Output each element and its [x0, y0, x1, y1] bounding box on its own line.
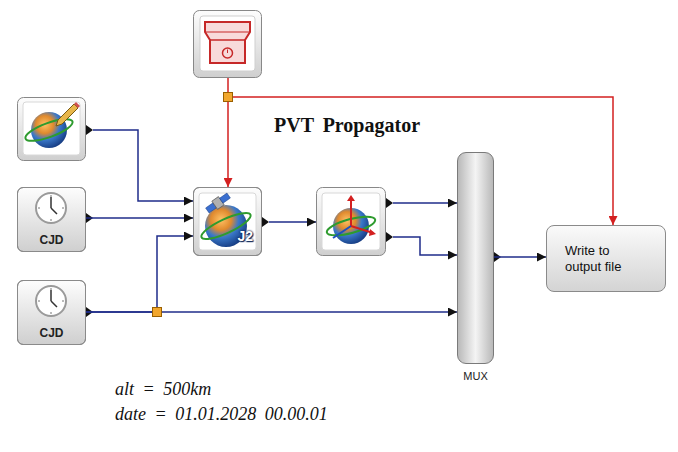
cjd-block-frame-part	[51, 301, 57, 307]
data-wire	[86, 236, 193, 312]
clock-block-part	[205, 32, 250, 33]
clock-block	[194, 11, 262, 78]
clock-block-part	[205, 22, 250, 63]
data-wire	[86, 311, 457, 313]
j2-propagator-block	[194, 188, 262, 256]
clock-block-part	[223, 48, 233, 58]
cjd-block: CJD	[17, 187, 86, 252]
cjd-block-frame-part	[51, 208, 57, 214]
activation-wire	[228, 78, 613, 225]
data-wire-part	[93, 130, 193, 201]
cjd-block-label: CJD	[18, 233, 85, 247]
j2-propagator-block-part	[199, 193, 256, 250]
output-port-part	[262, 217, 269, 227]
clock-block-part	[194, 11, 262, 78]
cjd-block-frame-part	[62, 208, 64, 209]
data-wire-part	[393, 237, 457, 255]
output-file-block-label: Write to output file	[565, 243, 647, 275]
mux-block: MUX	[457, 152, 494, 364]
output-port-part	[86, 125, 93, 135]
orbit-params-block-part	[23, 102, 80, 155]
frame-conversion-block-part	[322, 193, 380, 250]
frame-conversion-block-part	[347, 195, 355, 201]
cjd-block: CJD	[17, 280, 86, 345]
j2-propagator-block-part-part	[220, 193, 231, 203]
cjd-block-frame-part	[36, 193, 66, 223]
cjd-block-frame-part	[18, 281, 86, 345]
j2-propagator-block: J2	[193, 187, 262, 256]
diagram-title: PVT Propagator	[274, 113, 420, 137]
split-point	[153, 308, 162, 317]
orbit-params-block-part	[56, 104, 78, 126]
frame-conversion-block	[317, 188, 386, 256]
data-wire	[86, 217, 193, 219]
parameter-note: date = 01.01.2028 00.00.01	[115, 403, 328, 425]
cjd-block-frame-part	[51, 219, 52, 221]
cjd-block-frame-part	[50, 197, 52, 208]
j2-propagator-block-label: J2	[237, 229, 253, 244]
cjd-block-frame-part	[36, 286, 66, 316]
data-wire	[93, 130, 457, 255]
cjd-block-frame-part	[51, 195, 52, 197]
cjd-block-frame	[18, 281, 86, 345]
cjd-block-frame-part	[38, 301, 40, 302]
orbit-params-block-part	[74, 102, 80, 108]
split-point	[224, 93, 233, 102]
cjd-block-label: CJD	[18, 326, 85, 340]
j2-propagator-block-part	[204, 191, 231, 214]
cjd-block-frame-part	[18, 188, 86, 252]
j2-propagator-block-part	[194, 188, 262, 256]
cjd-block-frame-part	[50, 290, 52, 301]
output-port-part	[386, 198, 393, 208]
mux-block-label: MUX	[463, 370, 487, 383]
frame-conversion-block-part	[317, 188, 386, 256]
parameter-note: alt = 500km	[115, 378, 211, 400]
frame-conversion-block-part	[369, 229, 376, 236]
output-port-part	[386, 232, 393, 242]
output-port	[86, 125, 501, 317]
cjd-block-frame-part	[51, 312, 52, 314]
cjd-block-frame	[18, 188, 86, 252]
cjd-block-frame-part	[38, 208, 40, 209]
clock-block-part	[210, 39, 245, 41]
orbit-params-block-part	[18, 98, 86, 161]
data-wire	[494, 256, 546, 258]
j2-propagator-block-part	[199, 208, 254, 244]
clock-block-part	[227, 50, 228, 54]
activation-wire-part	[228, 97, 613, 225]
output-file-block: Write to output file	[546, 225, 666, 292]
frame-conversion-block-part	[333, 226, 351, 238]
orbit-params-block	[18, 98, 86, 161]
frame-conversion-block-part	[350, 198, 352, 226]
cjd-block-frame-part	[62, 301, 64, 302]
data-wire-part	[393, 202, 457, 204]
data-wire-part	[269, 221, 316, 223]
cjd-block-frame-part	[51, 288, 52, 290]
clock-block-part	[200, 16, 255, 71]
